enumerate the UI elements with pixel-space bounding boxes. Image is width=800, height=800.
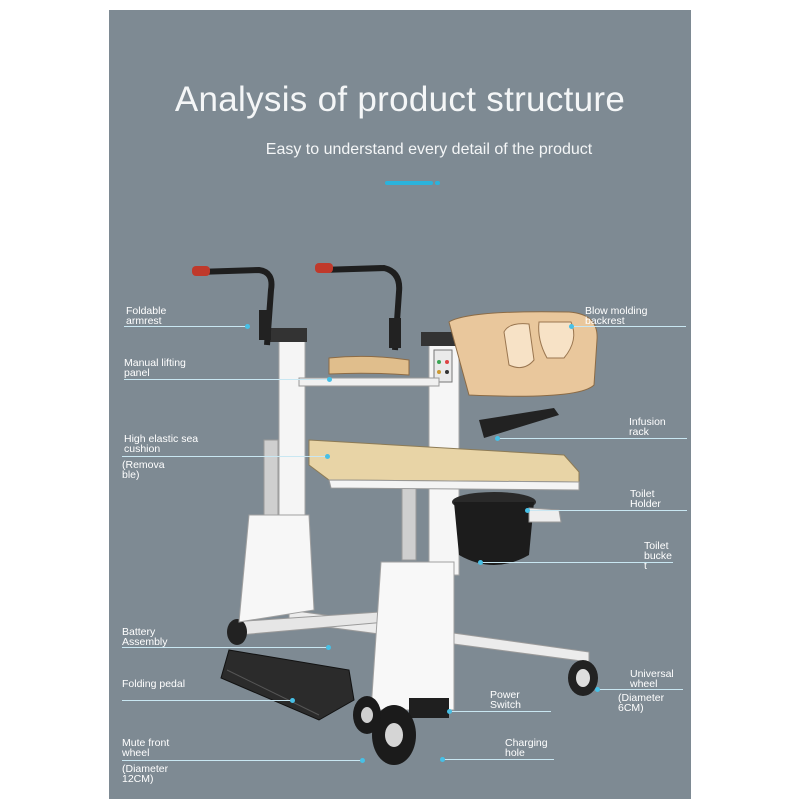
leader-infusion-rack bbox=[497, 438, 687, 439]
page-title: Analysis of product structure bbox=[174, 80, 626, 119]
label-toilet-holder: Toilet Holder bbox=[630, 488, 661, 510]
label-foldable-armrest: Foldable armrest bbox=[126, 305, 167, 327]
folding-pedal bbox=[220, 649, 355, 721]
label-toilet-bucket: Toilet bucke t bbox=[644, 540, 673, 572]
leader-mute-front-wheel bbox=[122, 760, 362, 761]
rear-left-wheel bbox=[227, 619, 247, 645]
label-battery-assembly: Battery Assembly bbox=[122, 626, 168, 648]
leader-toilet-bucket bbox=[480, 562, 673, 563]
label-blow-molding-backrest: Blow molding backrest bbox=[585, 305, 648, 327]
label-mute-front-wheel: Mute front wheel bbox=[122, 737, 170, 759]
label-manual-lifting-panel: Manual lifting panel bbox=[124, 357, 186, 379]
label-power-switch: Power Switch bbox=[490, 689, 521, 711]
toilet-bucket bbox=[454, 502, 534, 565]
leader-folding-pedal bbox=[122, 700, 292, 701]
leader-charging-hole bbox=[442, 759, 554, 760]
label-infusion-rack: Infusion rack bbox=[629, 416, 666, 438]
product-panel: Analysis of product structure Easy to un… bbox=[109, 10, 691, 799]
leader-blow-molding-backrest bbox=[571, 326, 686, 327]
label-universal-wheel: Universal wheel bbox=[630, 668, 674, 690]
power-switch-box bbox=[409, 698, 449, 718]
control-panel bbox=[433, 349, 453, 383]
left-column bbox=[278, 329, 306, 541]
label-seat-cushion-note: (Remova ble) bbox=[122, 459, 165, 481]
battery-housing bbox=[370, 561, 455, 711]
left-handle bbox=[196, 266, 275, 346]
label-universal-wheel-note: (Diameter 6CM) bbox=[618, 692, 665, 714]
leader-seat-cushion bbox=[122, 456, 327, 457]
label-seat-cushion: High elastic sea cushion bbox=[124, 433, 199, 455]
label-folding-pedal: Folding pedal bbox=[122, 678, 186, 690]
leader-power-switch bbox=[449, 711, 551, 712]
leader-manual-lifting-panel bbox=[124, 379, 329, 380]
leader-battery-assembly bbox=[122, 647, 328, 648]
leader-foldable-armrest bbox=[124, 326, 247, 327]
toilet-holder bbox=[528, 507, 562, 523]
infusion-strap bbox=[479, 408, 559, 438]
accent-dot bbox=[435, 181, 440, 185]
label-charging-hole: Charging hole bbox=[505, 737, 548, 759]
page-subtitle: Easy to understand every detail of the p… bbox=[265, 141, 593, 158]
left-leg-cover bbox=[238, 514, 315, 623]
right-handle bbox=[320, 264, 403, 351]
label-mute-front-wheel-note: (Diameter 12CM) bbox=[122, 763, 169, 785]
armrest-pad bbox=[328, 355, 410, 376]
leader-toilet-holder bbox=[527, 510, 687, 511]
transfer-chair-illustration bbox=[192, 263, 598, 765]
accent-bar bbox=[385, 181, 433, 185]
leader-universal-wheel bbox=[597, 689, 683, 690]
